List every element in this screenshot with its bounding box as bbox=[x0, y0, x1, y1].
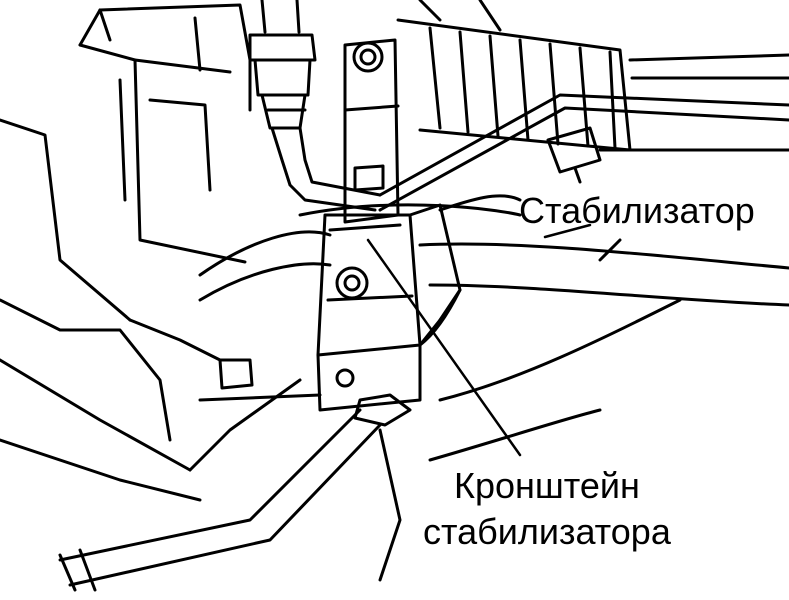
lower-frame bbox=[0, 118, 682, 582]
housing-block bbox=[78, 3, 252, 264]
pipes-right bbox=[378, 53, 789, 212]
corrugated-boot bbox=[396, 0, 632, 152]
lower-hose bbox=[58, 194, 522, 592]
label-stabilizer-bracket-line2: стабилизатора bbox=[423, 511, 671, 552]
label-stabilizer: Стабилизатор bbox=[519, 190, 755, 231]
stabilizer-bracket bbox=[316, 203, 462, 412]
brake-tube-vertical bbox=[248, 0, 382, 212]
label-stabilizer-bracket-line1: Кронштейн bbox=[454, 465, 640, 506]
leader-lines bbox=[366, 223, 592, 457]
